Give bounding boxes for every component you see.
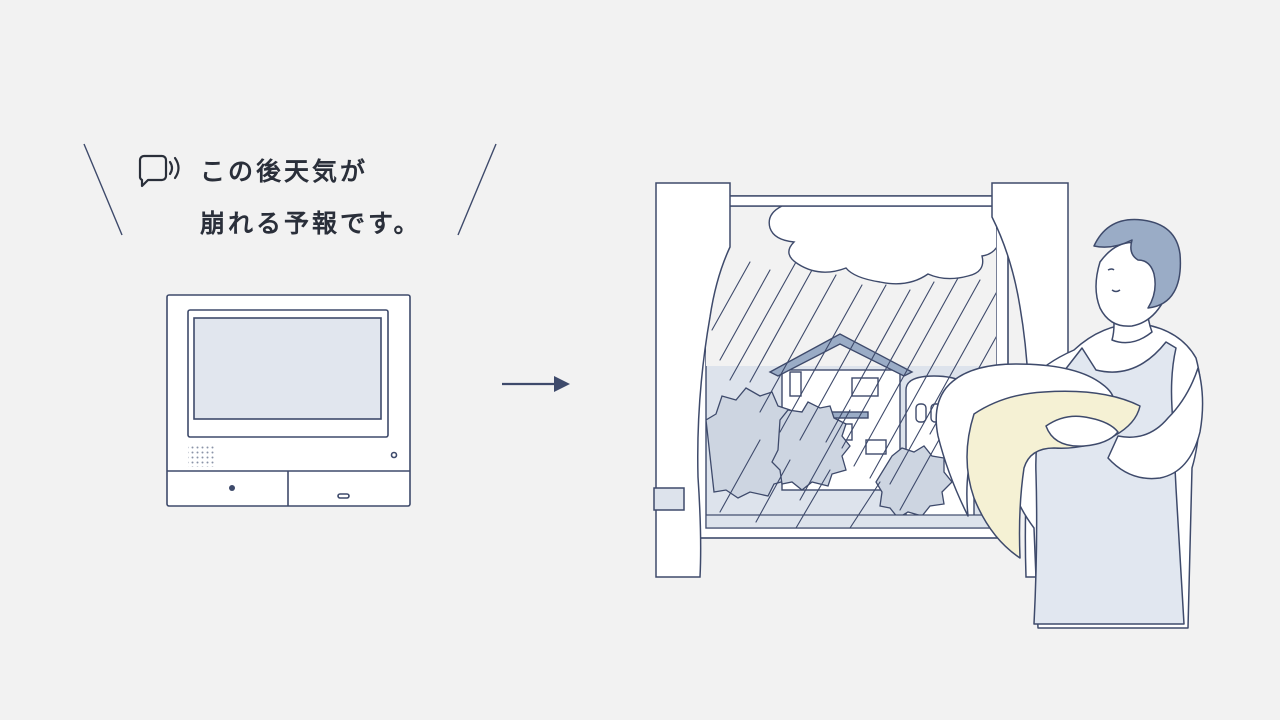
tree-right xyxy=(875,445,953,519)
rain-streak xyxy=(841,281,935,449)
speaking-bubble-icon xyxy=(138,154,180,188)
rain-streak xyxy=(853,277,959,467)
intercom-monitor xyxy=(166,294,411,507)
rain-cloud xyxy=(706,206,996,285)
rain-streak xyxy=(825,289,911,443)
emphasis-line-right xyxy=(457,143,497,236)
right-button-mark xyxy=(337,493,350,499)
speech-text: この後天気が 崩れる予報です。 xyxy=(200,146,422,250)
neighbor-window-1 xyxy=(915,403,927,423)
rain-streak xyxy=(755,459,791,523)
rain-streak xyxy=(849,481,881,528)
smile xyxy=(1111,289,1121,293)
speaker-grille xyxy=(188,445,216,467)
rain-streak xyxy=(719,439,761,513)
emphasis-lines xyxy=(83,143,497,236)
rain-streak xyxy=(711,261,751,331)
speech-line-1: この後天気が xyxy=(200,157,369,186)
ground xyxy=(706,514,996,528)
rain-streak xyxy=(799,284,887,441)
eye xyxy=(1107,268,1115,271)
house-window-4 xyxy=(865,439,887,455)
rain-streak xyxy=(779,284,863,433)
house-window-1 xyxy=(789,371,802,397)
person-with-laundry xyxy=(935,218,1204,629)
rain-streak xyxy=(749,269,813,383)
rain-streak xyxy=(799,409,851,501)
curtain-left xyxy=(653,182,731,578)
curtain-left-fabric xyxy=(655,182,731,578)
rain-streak xyxy=(719,269,771,361)
trees xyxy=(706,387,953,519)
monitor-screen xyxy=(193,317,382,420)
rain-streak xyxy=(729,261,797,381)
rain-streak xyxy=(795,469,831,528)
hair xyxy=(1093,218,1182,309)
rain-streak xyxy=(889,292,996,485)
window-top-rail xyxy=(705,195,1009,207)
left-button-dot xyxy=(229,485,235,491)
outdoor-view xyxy=(706,206,996,528)
curtain-left-tieback xyxy=(653,487,685,511)
arm xyxy=(1107,367,1204,480)
emphasis-line-left xyxy=(83,143,123,236)
rain-streak xyxy=(869,279,981,479)
hand xyxy=(1045,415,1119,447)
arrow-right-icon xyxy=(502,376,570,392)
rain-streak xyxy=(759,274,837,413)
indicator-light xyxy=(390,451,398,459)
speech-line-2: 崩れる予報です。 xyxy=(200,209,422,238)
